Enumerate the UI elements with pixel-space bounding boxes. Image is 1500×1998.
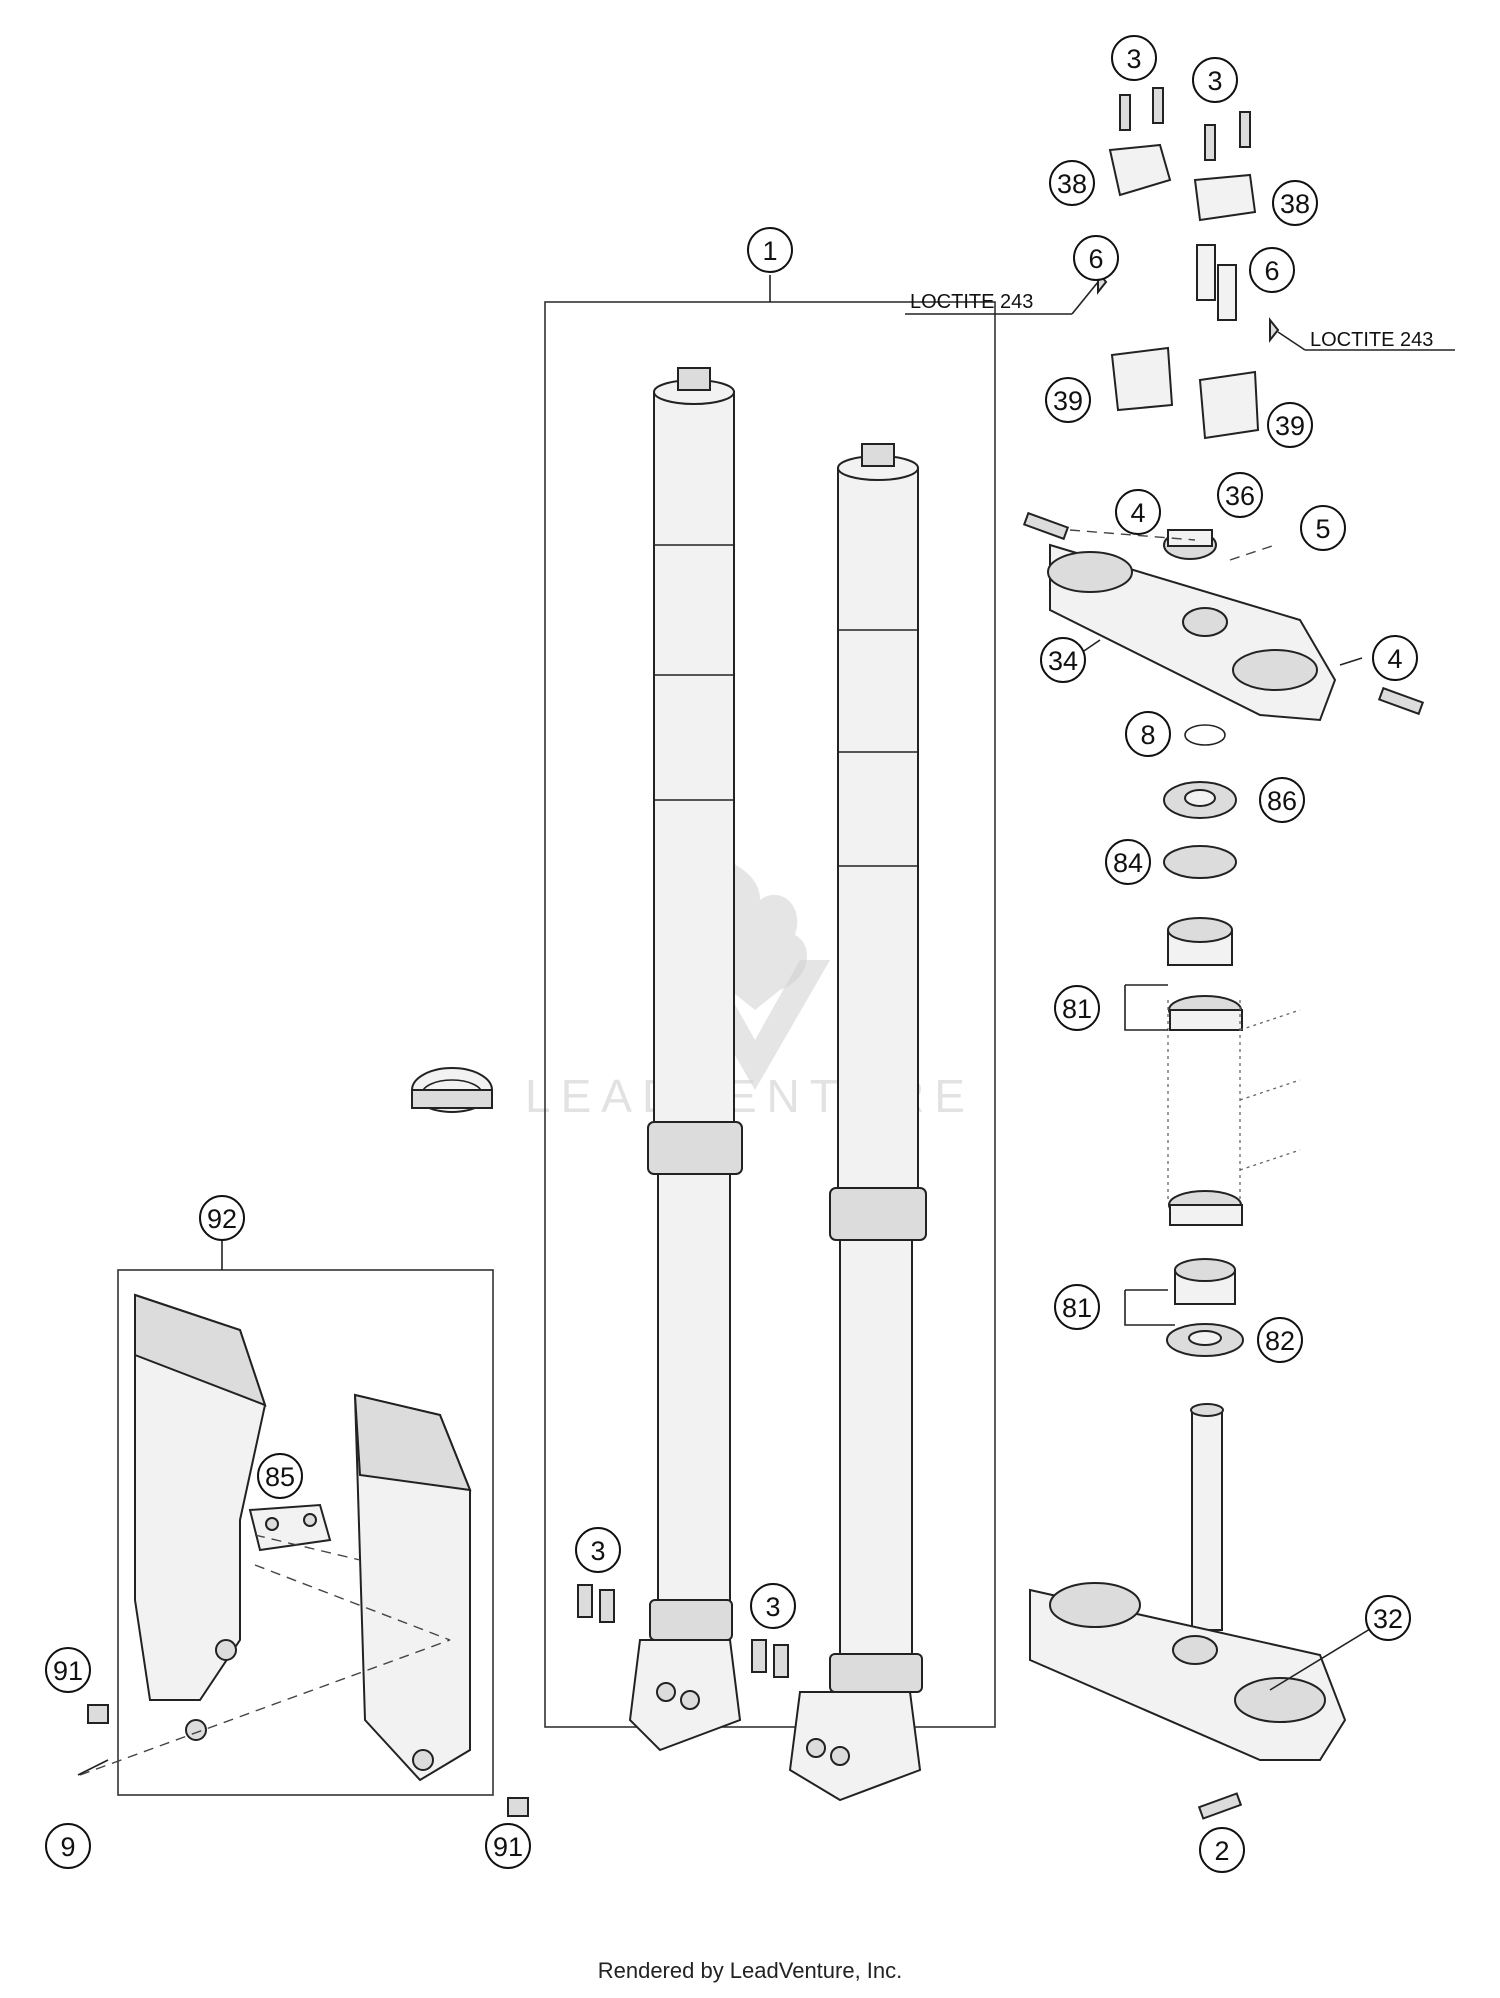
upper-triple-clamp — [1022, 511, 1425, 722]
callout-36-label: 36 — [1225, 481, 1255, 511]
o-ring-8 — [1184, 724, 1226, 746]
callout-3-d: 3 — [750, 1583, 796, 1629]
handlebar-clamp-upper-left — [1108, 87, 1172, 197]
callout-4-b: 4 — [1372, 635, 1418, 681]
steering-head-outline — [1167, 1000, 1301, 1200]
callout-34: 34 — [1040, 637, 1086, 683]
callout-3a-label: 3 — [1126, 44, 1141, 74]
callout-85: 85 — [257, 1453, 303, 1499]
callout-5: 5 — [1300, 505, 1346, 551]
handlebar-clamp-lower-left — [1110, 346, 1174, 412]
callout-92-label: 92 — [207, 1204, 237, 1234]
callout-2-label: 2 — [1214, 1836, 1229, 1866]
dust-seal-86 — [1163, 781, 1237, 819]
callout-38b-label: 38 — [1280, 189, 1310, 219]
callout-3b-label: 3 — [1207, 66, 1222, 96]
callout-1-label: 1 — [762, 236, 777, 266]
callout-4b-label: 4 — [1387, 644, 1402, 674]
callout-84-label: 84 — [1113, 848, 1143, 878]
fork-clamp-bolts-left — [577, 1584, 615, 1623]
bolt-6-right — [1217, 264, 1280, 343]
guard-clamp-85 — [248, 1503, 332, 1552]
callout-84: 84 — [1105, 839, 1151, 885]
callout-5-label: 5 — [1315, 514, 1330, 544]
loctite-note-right: LOCTITE 243 — [1310, 329, 1433, 351]
loctite-note-left: LOCTITE 243 — [910, 291, 1033, 313]
seal-ring-82 — [1166, 1323, 1244, 1357]
callout-3-b: 3 — [1192, 57, 1238, 103]
callout-32: 32 — [1365, 1595, 1411, 1641]
bolt-91-right — [507, 1797, 529, 1817]
callout-91a-label: 91 — [53, 1656, 83, 1686]
bearing-81-lower — [1168, 1190, 1243, 1305]
callout-86-label: 86 — [1267, 786, 1297, 816]
callout-38-b: 38 — [1272, 180, 1318, 226]
fork-guard-frame — [117, 1269, 494, 1796]
callout-1: 1 — [747, 227, 793, 273]
bolt-91-left — [87, 1704, 109, 1724]
callout-8: 8 — [1125, 711, 1171, 757]
callout-38a-label: 38 — [1057, 169, 1087, 199]
callout-3d-label: 3 — [765, 1592, 780, 1622]
callout-2: 2 — [1199, 1827, 1245, 1873]
screw-9 — [77, 1759, 109, 1776]
callout-6a-label: 6 — [1088, 244, 1103, 274]
handlebar-clamp-lower-right — [1198, 370, 1260, 440]
adjuster-ring — [411, 1067, 493, 1113]
left-fork-guard — [134, 1293, 267, 1741]
callout-4a-label: 4 — [1130, 498, 1145, 528]
clamp-bolt-2 — [1197, 1792, 1243, 1820]
callout-91-a: 91 — [45, 1647, 91, 1693]
callout-3c-label: 3 — [590, 1536, 605, 1566]
callout-85-label: 85 — [265, 1462, 295, 1492]
callout-9-label: 9 — [60, 1832, 75, 1862]
callout-6b-label: 6 — [1264, 256, 1279, 286]
callout-3-a: 3 — [1111, 35, 1157, 81]
callout-81b-label: 81 — [1062, 1293, 1092, 1323]
handlebar-clamp-upper-right — [1193, 111, 1257, 222]
callout-39-a: 39 — [1045, 377, 1091, 423]
callout-39b-label: 39 — [1275, 411, 1305, 441]
bearing-81-upper — [1167, 917, 1243, 1031]
callout-4-a: 4 — [1115, 489, 1161, 535]
right-fork-leg — [788, 443, 927, 1802]
callout-86: 86 — [1259, 777, 1305, 823]
callout-6-b: 6 — [1249, 247, 1295, 293]
callout-82-label: 82 — [1265, 1326, 1295, 1356]
callout-81-a: 81 — [1054, 985, 1100, 1031]
callout-3-c: 3 — [575, 1527, 621, 1573]
callout-39a-label: 39 — [1053, 386, 1083, 416]
callouts: 1 2 3 3 3 3 4 4 5 6 6 8 9 32 34 36 38 38… — [45, 35, 1418, 1873]
callout-39-b: 39 — [1267, 402, 1313, 448]
seal-84 — [1163, 845, 1237, 879]
right-fork-guard — [353, 1393, 472, 1782]
lower-triple-clamp — [1029, 1403, 1347, 1761]
callout-81a-label: 81 — [1062, 994, 1092, 1024]
callout-82: 82 — [1257, 1317, 1303, 1363]
callout-81-b: 81 — [1054, 1284, 1100, 1330]
callout-34-label: 34 — [1048, 646, 1078, 676]
callout-8-label: 8 — [1140, 720, 1155, 750]
callout-9: 9 — [45, 1823, 91, 1869]
callout-91b-label: 91 — [493, 1832, 523, 1862]
callout-36: 36 — [1217, 472, 1263, 518]
callout-38-a: 38 — [1049, 160, 1095, 206]
steering-nut-36 — [1163, 529, 1217, 560]
fork-clamp-bolts-right — [751, 1639, 789, 1678]
callout-32-label: 32 — [1373, 1604, 1403, 1634]
footer-credit: Rendered by LeadVenture, Inc. — [597, 1958, 903, 1983]
callout-92: 92 — [199, 1195, 245, 1241]
callout-91-b: 91 — [485, 1823, 531, 1869]
left-fork-leg — [628, 367, 743, 1752]
callout-6-a: 6 — [1073, 235, 1119, 281]
